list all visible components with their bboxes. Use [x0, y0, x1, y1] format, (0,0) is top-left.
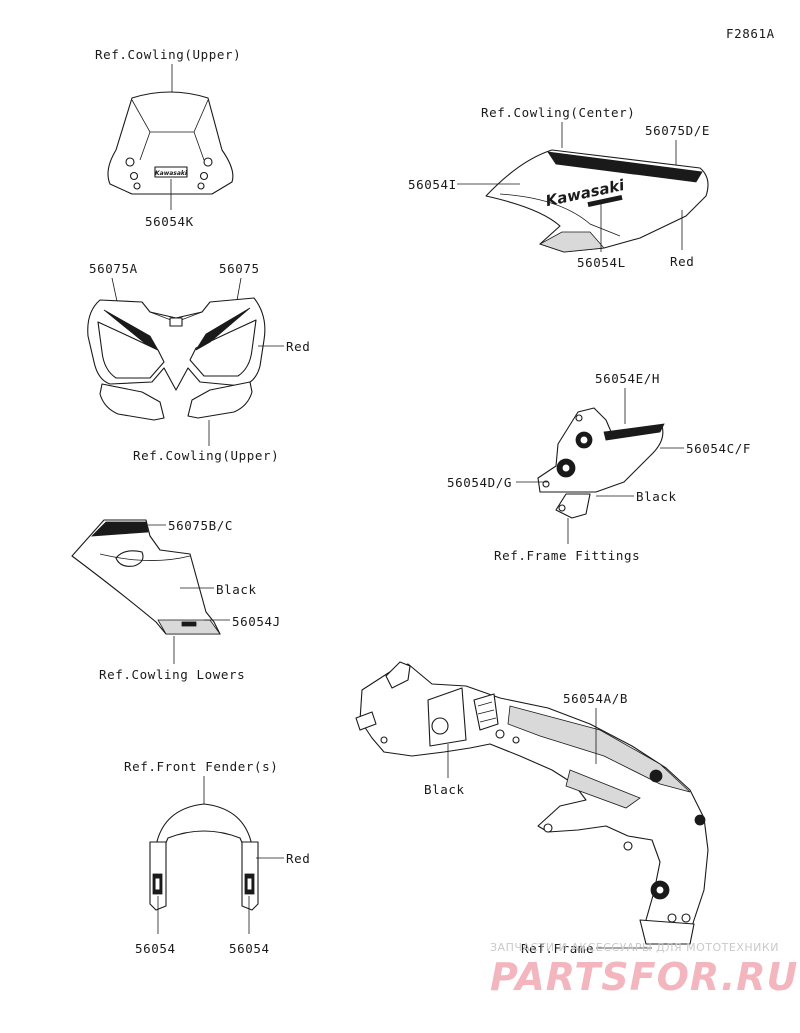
- cowl-lower-group: 56075B/C Black 56054J Ref.Cowling Lowers: [71, 518, 281, 682]
- lower-cowl-small-decal[interactable]: [181, 621, 197, 627]
- part-56054J-label[interactable]: 56054J: [232, 614, 281, 629]
- frame-lower-decal[interactable]: [565, 769, 641, 809]
- screen-panel-seams: [139, 131, 205, 161]
- ref-cowling-center-label[interactable]: Ref.Cowling(Center): [481, 105, 635, 120]
- right-cowl-stripe-decal[interactable]: [195, 307, 251, 351]
- part-56054I-label[interactable]: 56054I: [408, 177, 457, 192]
- part-56054AB-label[interactable]: 56054A/B: [563, 691, 628, 706]
- ref-frame-fittings-label[interactable]: Ref.Frame Fittings: [494, 548, 640, 563]
- part-56075A-label[interactable]: 56075A: [89, 261, 138, 276]
- lower-cowl-stripe-decal[interactable]: [90, 521, 149, 537]
- part-56075-label[interactable]: 56075: [219, 261, 260, 276]
- frame-fitting-part[interactable]: [537, 407, 664, 493]
- frame-fitting-color-label[interactable]: Black: [636, 489, 677, 504]
- center-air-duct: [169, 317, 183, 327]
- windscreen-cowl-part[interactable]: [107, 91, 234, 195]
- lower-cowl-seam: [99, 553, 191, 561]
- part-56054K-label[interactable]: 56054K: [145, 214, 194, 229]
- part-56075DE-label[interactable]: 56075D/E: [645, 123, 710, 138]
- frame-part[interactable]: [359, 663, 709, 945]
- screen-logo-decal[interactable]: [154, 166, 188, 178]
- frame-steering-bracket: [355, 711, 377, 731]
- part-56054L-label[interactable]: 56054L: [577, 255, 626, 270]
- lower-cowl-part[interactable]: [71, 519, 221, 635]
- screen-logo-text: Kawasaki: [155, 170, 188, 177]
- front-fender-part[interactable]: [153, 803, 255, 853]
- center-cowl-sub-decal[interactable]: [587, 195, 623, 207]
- cowl-upper-screen-group: Ref.Cowling(Upper) Kawasaki 56054K: [95, 47, 241, 229]
- part-56075BC-label[interactable]: 56075B/C: [168, 518, 233, 533]
- cowl-center-group: Ref.Cowling(Center) 56075D/E Kawasaki 56…: [408, 105, 710, 270]
- fitting-stripe-decal[interactable]: [603, 423, 665, 441]
- ref-cowling-upper-screen-label[interactable]: Ref.Cowling(Upper): [95, 47, 241, 62]
- ref-front-fender-label[interactable]: Ref.Front Fender(s): [124, 759, 278, 774]
- right-headlight-lens[interactable]: [189, 319, 257, 377]
- screen-inner-edge: [131, 99, 209, 133]
- headlight-cowl-group: 56075A 56075 Red Ref.Cowling(Upper): [87, 261, 310, 463]
- right-cowl-side-panel[interactable]: [187, 381, 253, 419]
- ref-cowling-upper-label[interactable]: Ref.Cowling(Upper): [133, 448, 279, 463]
- part-56054CF-label[interactable]: 56054C/F: [686, 441, 751, 456]
- center-cowl-edge-line: [499, 193, 621, 237]
- lower-cowl-chin-panel[interactable]: [157, 619, 221, 635]
- part-56054DG-label[interactable]: 56054D/G: [447, 475, 512, 490]
- watermark: ЗАПЧАСТИ И АКСЕССУАРЫ ДЛЯ МОТОТЕХНИКИ PA…: [490, 941, 798, 999]
- left-headlight-lens[interactable]: [97, 321, 165, 379]
- left-cowl-stripe-decal[interactable]: [103, 309, 160, 351]
- center-cowl-lower-tab: [539, 231, 605, 253]
- frame-spar-decal[interactable]: [507, 705, 691, 793]
- watermark-tagline: ЗАПЧАСТИ И АКСЕССУАРЫ ДЛЯ МОТОТЕХНИКИ: [490, 941, 779, 954]
- watermark-logo: PARTSFOR.RU: [490, 955, 798, 999]
- part-56054-right-label[interactable]: 56054: [229, 941, 270, 956]
- frame-lower-bracket: [639, 919, 695, 945]
- center-cowl-stripe-decal[interactable]: [547, 151, 703, 183]
- lower-cowl-color-label[interactable]: Black: [216, 582, 257, 597]
- left-cowl-side-panel[interactable]: [99, 383, 165, 421]
- headlight-cowl-color-label[interactable]: Red: [286, 339, 310, 354]
- frame-group: 56054A/B Black Ref.Frame: [355, 661, 709, 956]
- frame-head-bracket: [385, 661, 411, 689]
- front-fender-group: Ref.Front Fender(s) Red 56054 56054: [124, 759, 310, 956]
- ref-frame-label[interactable]: Ref.Frame: [521, 941, 594, 956]
- frame-color-label[interactable]: Black: [424, 782, 465, 797]
- part-56054EH-label[interactable]: 56054E/H: [595, 371, 660, 386]
- part-56054-left-label[interactable]: 56054: [135, 941, 176, 956]
- ref-cowling-lowers-label[interactable]: Ref.Cowling Lowers: [99, 667, 245, 682]
- center-cowl-color-label[interactable]: Red: [670, 254, 694, 269]
- figure-id: F2861A: [726, 26, 775, 41]
- fender-color-label[interactable]: Red: [286, 851, 310, 866]
- fitting-lower-bracket[interactable]: [555, 493, 591, 519]
- frame-fittings-group: 56054E/H 56054C/F 56054D/G Black Ref.Fra…: [447, 371, 751, 563]
